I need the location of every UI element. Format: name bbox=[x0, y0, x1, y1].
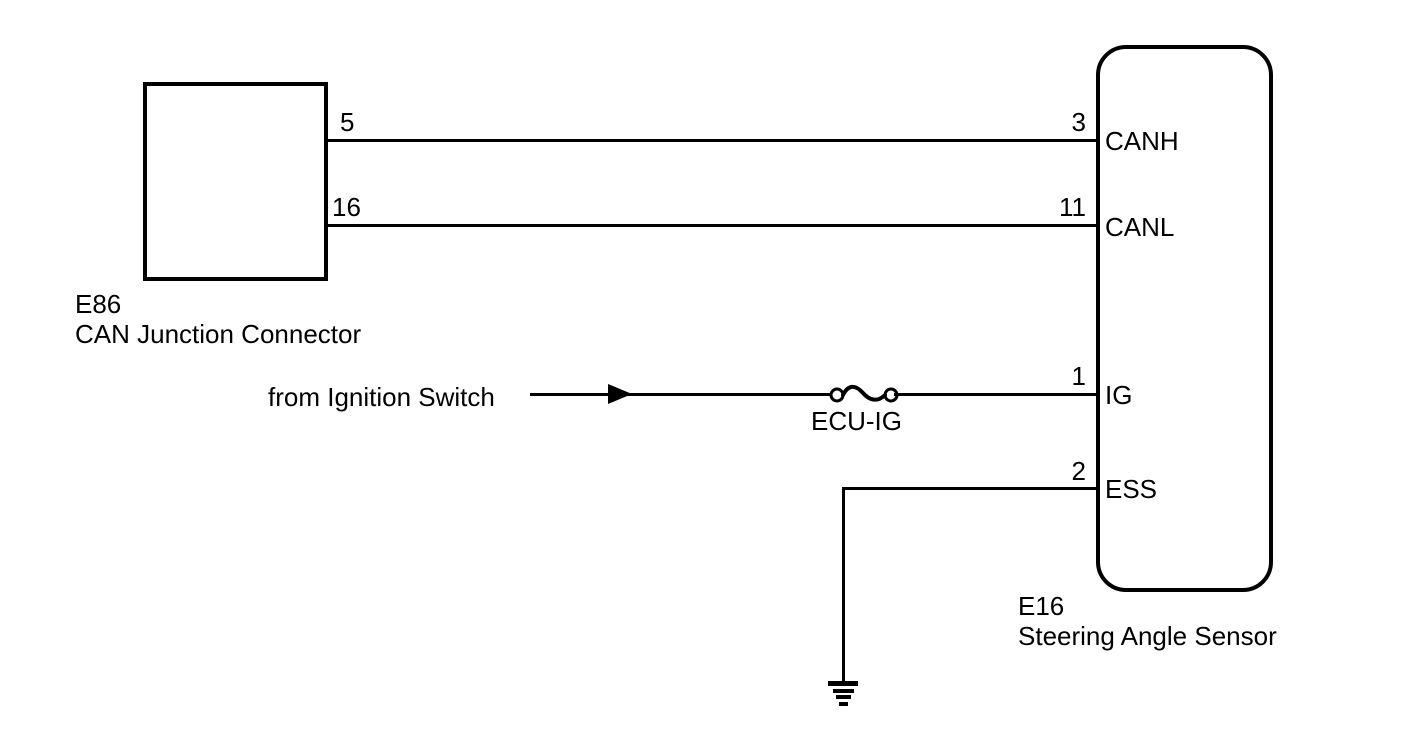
wire-canl bbox=[328, 224, 1096, 227]
e16-name-label: Steering Angle Sensor bbox=[1018, 621, 1277, 651]
wire-canh bbox=[328, 139, 1096, 142]
fuse-icon bbox=[829, 384, 899, 403]
ground-bar-1 bbox=[828, 681, 858, 686]
e16-pin11-label: 11 bbox=[1059, 192, 1086, 222]
canh-signal-label: CANH bbox=[1105, 126, 1179, 156]
ignition-source-label: from Ignition Switch bbox=[268, 382, 495, 412]
canl-signal-label: CANL bbox=[1105, 212, 1175, 242]
e16-pin3-label: 3 bbox=[1071, 107, 1086, 137]
ground-bar-3 bbox=[836, 695, 851, 699]
e16-sensor-box bbox=[1096, 45, 1273, 592]
e16-id-label: E16 bbox=[1018, 591, 1065, 621]
ground-bar-2 bbox=[833, 689, 854, 693]
e86-name-label: CAN Junction Connector bbox=[75, 319, 362, 349]
e16-pin2-label: 2 bbox=[1071, 456, 1086, 486]
wire-ess-horizontal bbox=[843, 487, 1096, 490]
e86-pin5-label: 5 bbox=[340, 107, 355, 137]
ess-signal-label: ESS bbox=[1105, 474, 1158, 504]
e16-pin1-label: 1 bbox=[1071, 361, 1086, 391]
wire-ig-left-segment bbox=[530, 393, 834, 396]
ground-bar-4 bbox=[839, 702, 848, 706]
e86-pin16-label: 16 bbox=[332, 192, 361, 222]
fuse-name-label: ECU-IG bbox=[811, 406, 902, 436]
wire-ig-right-segment bbox=[894, 393, 1096, 396]
e86-connector-box bbox=[143, 82, 328, 281]
e86-id-label: E86 bbox=[75, 289, 122, 319]
ground-icon bbox=[826, 679, 862, 709]
flow-arrow-icon bbox=[608, 384, 632, 404]
wire-ess-vertical bbox=[842, 487, 845, 682]
ig-signal-label: IG bbox=[1105, 380, 1133, 410]
